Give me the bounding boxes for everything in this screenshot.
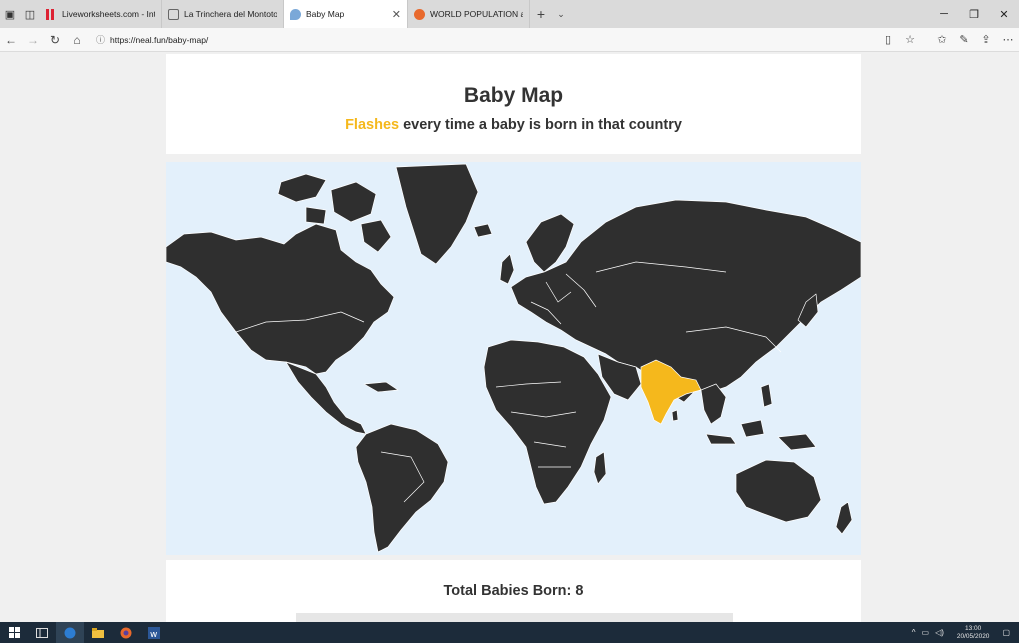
new-tab-button[interactable]: +: [536, 6, 546, 22]
liveworksheets-icon: [46, 8, 57, 20]
country-europe-borders: [530, 261, 727, 325]
page-subtitle: Flashes every time a baby is born in tha…: [166, 117, 861, 133]
country-australia: [735, 459, 822, 523]
country-indonesia: [740, 419, 765, 438]
page-viewport: Baby Map Flashes every time a baby is bo…: [0, 52, 1019, 622]
favorites-list-icon[interactable]: ✩: [937, 34, 947, 46]
window-controls: ─ ❐ ✕: [929, 0, 1019, 28]
country-brazil-border: [380, 451, 425, 503]
url-text: https://neal.fun/baby-map/: [110, 34, 209, 45]
country-japan: [797, 293, 819, 328]
country-uk: [499, 253, 515, 285]
word-icon[interactable]: w: [140, 622, 168, 643]
windows-start-icon[interactable]: [0, 622, 28, 643]
tab-liveworksheets[interactable]: Liveworksheets.com - Intera: [40, 0, 162, 28]
chevron-down-icon[interactable]: ⌄: [557, 8, 565, 19]
total-card: Total Babies Born: 8: [166, 560, 861, 622]
clock-time: 13:00: [965, 624, 982, 632]
forward-icon[interactable]: →: [27, 32, 39, 47]
trinchera-icon: [168, 8, 179, 20]
country-north-america: [166, 223, 395, 375]
pen-icon[interactable]: ✎: [959, 34, 969, 46]
country-canada-arctic: [330, 181, 377, 223]
tab-title: WORLD POPULATION at DL: [430, 9, 523, 19]
subtitle-text: every time a baby is born in that countr…: [399, 117, 682, 133]
country-indonesia: [705, 433, 737, 445]
subtitle-highlight: Flashes: [345, 117, 400, 133]
more-icon[interactable]: ⋯: [1002, 34, 1014, 46]
refresh-icon[interactable]: ↻: [49, 32, 61, 47]
share-icon[interactable]: ⇪: [981, 34, 991, 46]
edge-taskbar-icon[interactable]: [56, 622, 84, 643]
country-philippines: [760, 383, 773, 408]
volume-icon[interactable]: ◁): [935, 628, 944, 637]
clock-date: 20/05/2020: [956, 632, 990, 640]
file-explorer-icon[interactable]: [84, 622, 112, 643]
lock-icon: ⓘ: [96, 35, 106, 45]
task-view-icon[interactable]: [28, 622, 56, 643]
page-title: Baby Map: [463, 84, 564, 107]
svg-text:w: w: [150, 630, 157, 639]
country-iceland: [473, 223, 493, 238]
total-babies-born: Total Babies Born: 8: [443, 583, 584, 599]
notifications-icon[interactable]: ▢: [1002, 628, 1010, 637]
address-actions: ▯ ☆ ✩ ✎ ⇪ ⋯: [877, 33, 1019, 46]
restore-icon[interactable]: ❐: [969, 8, 979, 21]
country-cuba: [363, 381, 399, 393]
world-map[interactable]: [166, 162, 861, 555]
back-icon[interactable]: ←: [5, 32, 17, 47]
tab-title: Baby Map: [306, 9, 345, 19]
system-tray: ^ ▭ ◁) 13:00 20/05/2020 ▢: [909, 625, 1019, 641]
tab-title: Liveworksheets.com - Intera: [62, 9, 155, 19]
country-scandinavia: [525, 213, 575, 273]
firefox-icon[interactable]: [112, 622, 140, 643]
tab-world-population[interactable]: WORLD POPULATION at DL: [408, 0, 530, 28]
address-bar: ← → ↻ ⌂ ⓘ https://neal.fun/baby-map/ ▯ ☆…: [0, 28, 1019, 52]
tab-actions-icon[interactable]: ▣: [4, 8, 16, 21]
favorite-star-icon[interactable]: ☆: [905, 34, 915, 46]
browser-tab-strip: ▣ ◫ Liveworksheets.com - Intera La Trinc…: [0, 0, 1019, 28]
windows-taskbar: w ^ ▭ ◁) 13:00 20/05/2020 ▢: [0, 622, 1019, 643]
close-tab-icon[interactable]: ✕: [391, 8, 401, 21]
country-new-guinea: [777, 433, 817, 451]
country-sri-lanka: [671, 409, 679, 422]
reading-view-icon[interactable]: ▯: [884, 34, 892, 46]
country-canada-arctic: [360, 219, 392, 253]
header-card: Baby Map Flashes every time a baby is bo…: [166, 54, 861, 154]
country-greenland: [395, 163, 479, 265]
tab-baby-map[interactable]: Baby Map ✕: [284, 0, 408, 28]
country-south-america: [355, 423, 449, 553]
country-mexico: [285, 361, 367, 435]
babymap-icon: [290, 8, 301, 20]
url-field[interactable]: ⓘ https://neal.fun/baby-map/: [96, 31, 856, 49]
country-madagascar: [593, 451, 607, 485]
home-icon[interactable]: ⌂: [73, 32, 81, 47]
network-icon[interactable]: ▭: [921, 628, 930, 637]
country-india: [640, 359, 702, 425]
chevron-up-icon[interactable]: ^: [911, 628, 916, 637]
clock[interactable]: 13:00 20/05/2020: [957, 625, 990, 641]
country-middle-east: [597, 353, 642, 401]
world-map-svg: [166, 163, 861, 553]
births-panel: [296, 613, 733, 622]
tab-trinchera[interactable]: La Trinchera del Montoto - I: [162, 0, 284, 28]
country-southeast-asia: [700, 383, 727, 425]
country-africa-borders: [495, 381, 577, 468]
country-africa: [483, 339, 612, 505]
country-canada-arctic: [277, 173, 327, 203]
country-china-border: [685, 326, 782, 353]
country-new-zealand: [835, 501, 853, 535]
tab-title: La Trinchera del Montoto - I: [184, 9, 277, 19]
worldpop-icon: [414, 8, 425, 20]
set-aside-tabs-icon[interactable]: ◫: [24, 8, 36, 21]
minimize-icon[interactable]: ─: [940, 8, 948, 20]
close-window-icon[interactable]: ✕: [999, 8, 1009, 21]
country-canada-arctic: [305, 206, 327, 225]
country-canada-border: [235, 311, 365, 333]
